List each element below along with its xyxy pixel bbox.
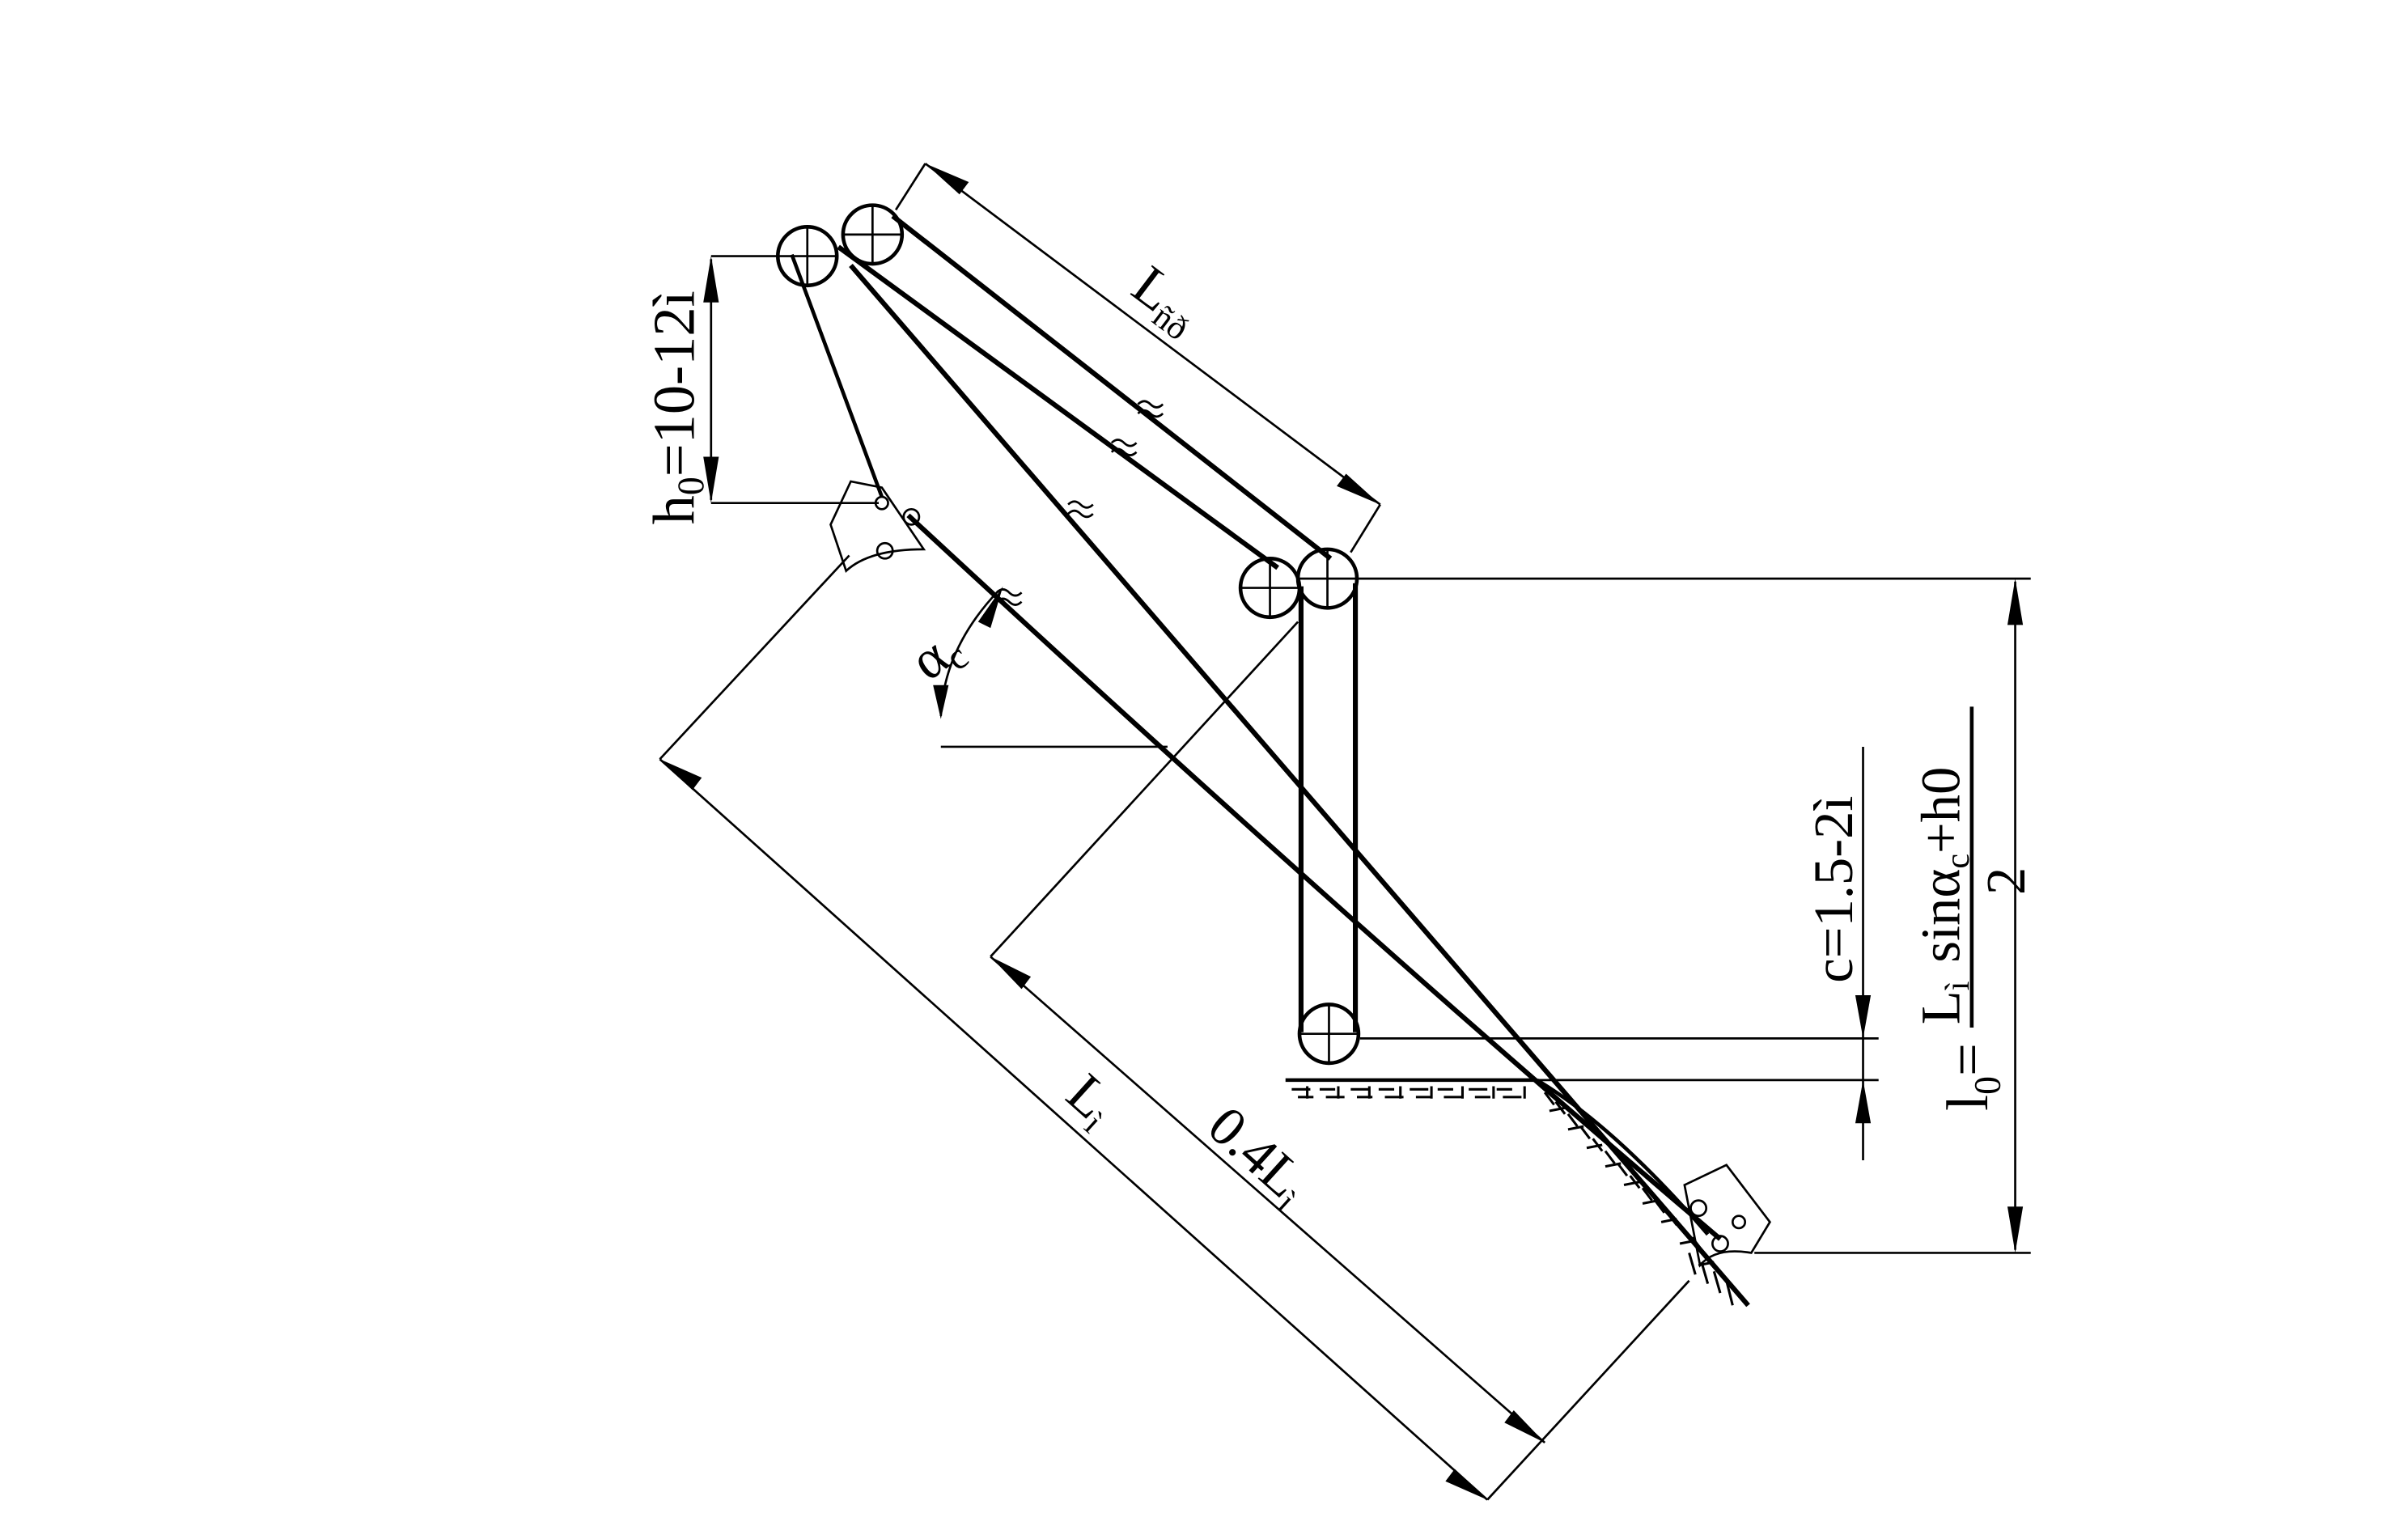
top-right-pulley <box>841 203 905 266</box>
partial-length-label: 0.4Lì <box>1193 1095 1323 1219</box>
lower-anchor-block <box>1683 1164 1772 1268</box>
part-arrow-left <box>990 956 1032 990</box>
h0-arrow-top <box>703 256 719 303</box>
back-stay-cable <box>790 253 884 498</box>
c-arrow-bottom <box>1855 1079 1872 1124</box>
l0-arrow-bottom <box>2007 1206 2024 1253</box>
sagging-load-cable <box>906 513 1722 1241</box>
clearance-label: c=1.5-2ì <box>1803 795 1864 982</box>
upper-anchor-block <box>829 480 926 573</box>
part-arrow-right <box>1504 1409 1545 1443</box>
mid-left-pulley <box>1238 557 1302 620</box>
mid-right-pulley <box>1295 547 1359 610</box>
bottom-pulley <box>1297 1002 1361 1066</box>
l0-denominator: 2 <box>1975 867 2037 895</box>
l0-formula: l0= Lìsinαc+h0 2 <box>1910 706 2037 1111</box>
h0-label: h0=10-12ì <box>641 290 711 524</box>
lm-arrow-left <box>659 759 702 791</box>
break-mark-load <box>995 588 1023 606</box>
ground <box>1285 1078 1734 1306</box>
upper-main-cable <box>891 214 1333 561</box>
chord-length-label: Lñð <box>1118 254 1213 348</box>
break-mark-middle <box>1110 439 1138 456</box>
span-length-label: Lì <box>1052 1062 1129 1141</box>
lm-arrow-right <box>1445 1469 1488 1500</box>
break-mark-diagonal <box>1067 500 1094 519</box>
l0-lhs: l0= <box>1935 1043 2008 1111</box>
lch-arrow-bottom <box>1337 473 1380 505</box>
l0-numerator: Lìsinαc+h0 <box>1910 767 1977 1025</box>
cable-lines <box>790 214 1750 1308</box>
l0-arrow-top <box>2007 579 2024 625</box>
alpha-arrow-bottom <box>933 685 949 719</box>
ground-hatch <box>1291 1086 1734 1306</box>
middle-main-cable <box>837 244 1279 570</box>
break-marks <box>995 400 1164 606</box>
h0-arrow-bottom <box>703 456 719 503</box>
break-mark-upper <box>1137 400 1164 418</box>
alpha-arrow-top <box>977 586 1003 629</box>
alpha-label: αc <box>899 615 976 696</box>
dimension-lines <box>659 163 2031 1501</box>
lch-arrow-top <box>925 163 969 195</box>
top-left-pulley <box>775 225 839 288</box>
pulleys <box>775 203 1361 1066</box>
c-arrow-top <box>1855 995 1872 1039</box>
